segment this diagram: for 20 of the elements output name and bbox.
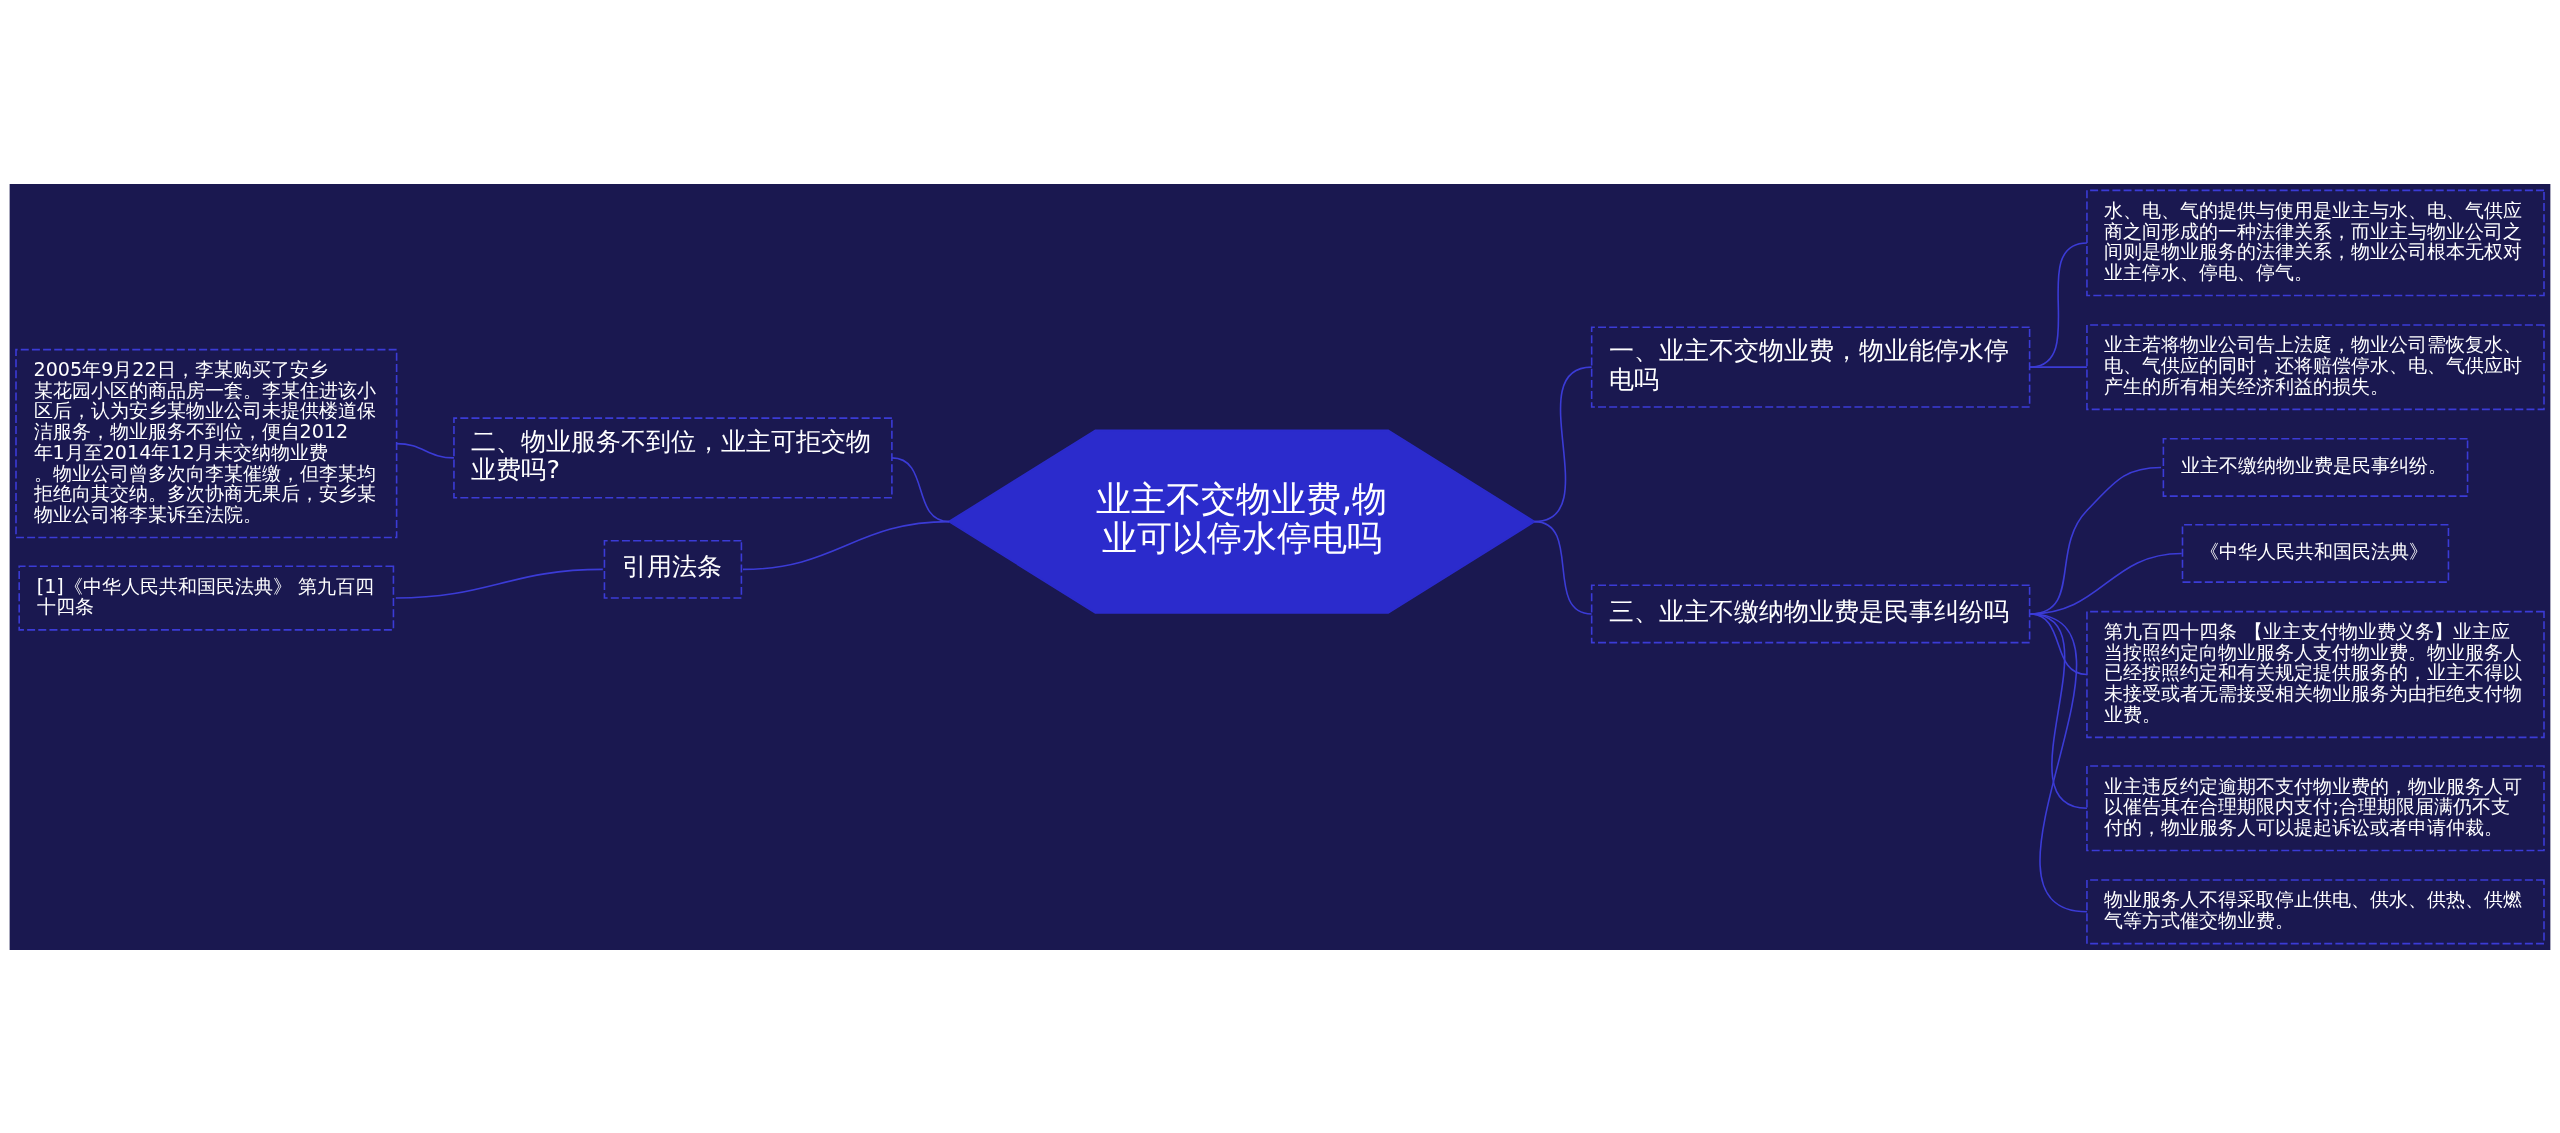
- node-box: 物业服务人不得采取停止供电、供水、供热、供燃气等方式催交物业费。: [2086, 878, 2545, 944]
- connector: [1533, 520, 1593, 615]
- node-box: 业主若将物业公司告上法庭，物业公司需恢复水、电、气供应的同时，还将赔偿停水、电、气供应时产生的所有相关经济利益的损失。: [2086, 323, 2545, 410]
- connector: [2028, 365, 2088, 368]
- node-box: 第九百四十四条 【业主支付物业费义务】业主应当按照约定向物业服务人支付物业费。物业服务人已经按照约定和有关规定提供服务的，业主不得以未接受或者无需接受相关物业服务为由拒绝支付物业费。: [2086, 610, 2545, 738]
- node-box: 业主不缴纳物业费是民事纠纷。: [2162, 437, 2469, 497]
- node-box: 《中华人民共和国民法典》: [2181, 523, 2450, 583]
- node-box: 三、业主不缴纳物业费是民事纠纷吗: [1590, 584, 2031, 643]
- connector: [2028, 241, 2088, 368]
- node-box: 一、业主不交物业费，物业能停水停电吗: [1590, 326, 2031, 408]
- node-box: [1]《中华人民共和国民法典》 第九百四十四条: [18, 564, 395, 631]
- connector: [742, 520, 950, 570]
- node-box: 水、电、气的提供与使用是业主与水、电、气供应商之间形成的一种法律关系，而业主与物业公司之间则是物业服务的法律关系，物业公司根本无权对业主停水、停电、停气。: [2086, 189, 2545, 296]
- node-box: 2005年9月22日，李某购买了安乡某花园小区的商品房一套。李某住进该小区后，认为安乡某物业公司未提供楼道保洁服务，物业服务不到位，便自2012年1月至2014年12月未交纳物业费。物业公司曾多次向李某催缴，但李某均拒绝向其交纳。多次协商无果后，安乡某物业公司将李某诉至法院。: [15, 348, 398, 538]
- node-box: 二、物业服务不到位，业主可拒交物业费吗?: [453, 416, 893, 499]
- connector: [395, 442, 455, 459]
- node-box: 引用法条: [603, 539, 743, 599]
- connector: [2028, 612, 2088, 913]
- node-box: 业主违反约定逾期不支付物业费的，物业服务人可以催告其在合理期限内支付;合理期限届满仍不支付的，物业服务人可以提起诉讼或者申请仲裁。: [2086, 764, 2545, 851]
- connector: [395, 568, 604, 599]
